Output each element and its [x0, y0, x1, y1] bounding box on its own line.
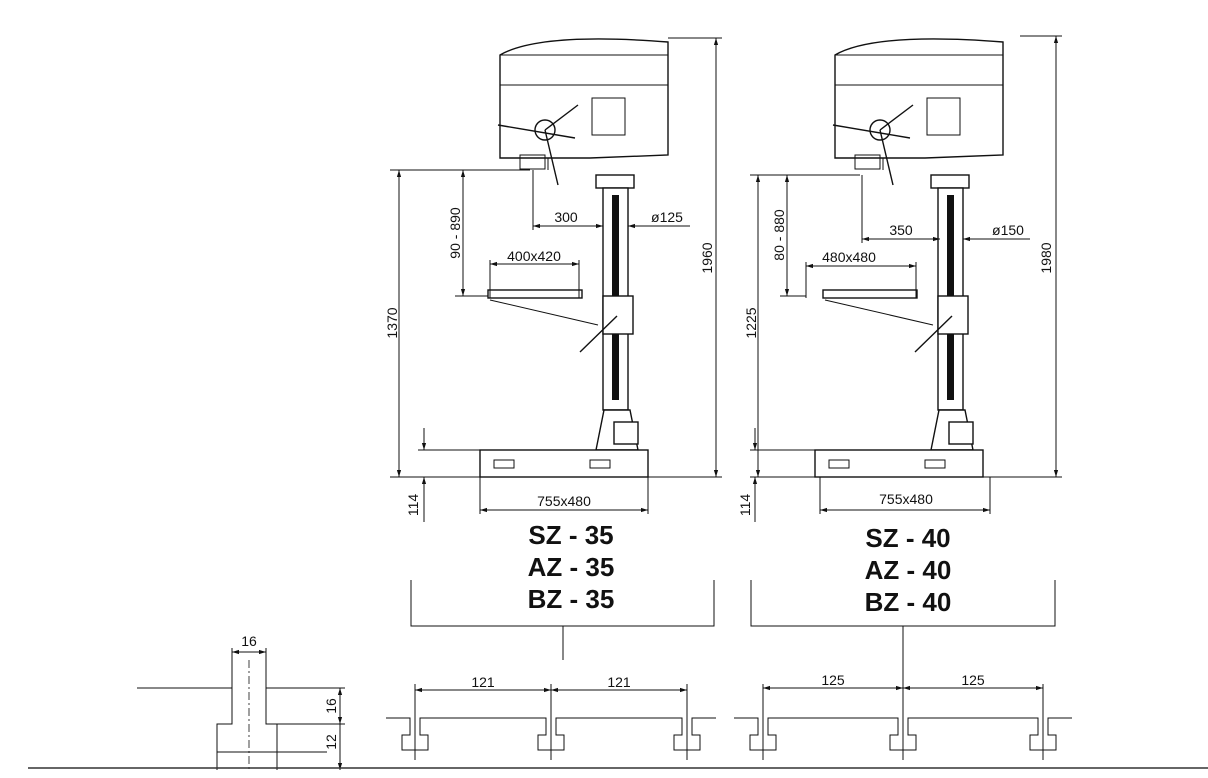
- model-label: SZ - 35: [528, 520, 613, 550]
- table-slot-profile-35: 121 121: [386, 674, 716, 760]
- dim-slot-depth: 16: [323, 698, 339, 714]
- dim-slot-spacing: 125: [961, 672, 985, 688]
- dim-table-size: 400x420: [507, 248, 561, 264]
- model-label: AZ - 40: [865, 555, 952, 585]
- machine-sz40-drawing: 1225 80 - 880 350 ø150 480x480 1980 114 …: [737, 35, 1062, 660]
- dim-base-height: 114: [737, 494, 753, 517]
- machine-sz35-drawing: 1370 90 - 890 300 ø125 400x420 1960 114 …: [384, 37, 722, 660]
- table-slot-profile-40: 125 125: [734, 660, 1072, 760]
- dim-throat: 300: [554, 209, 578, 225]
- dim-overall-height: 1980: [1038, 242, 1054, 273]
- dim-spindle-table-range: 90 - 890: [447, 207, 463, 259]
- dim-slot-width: 16: [241, 633, 257, 649]
- dim-base-size: 755x480: [537, 493, 591, 509]
- dim-total-table-height: 1370: [384, 307, 400, 338]
- dim-spindle-table-range: 80 - 880: [771, 209, 787, 261]
- dim-throat: 350: [889, 222, 913, 238]
- dim-total-table-height: 1225: [743, 307, 759, 338]
- dim-slot-spacing: 121: [471, 674, 495, 690]
- dim-overall-height: 1960: [699, 242, 715, 273]
- dim-table-size: 480x480: [822, 249, 876, 265]
- dim-slot-spacing: 121: [607, 674, 631, 690]
- model-label: AZ - 35: [528, 552, 615, 582]
- dim-slot-spacing: 125: [821, 672, 845, 688]
- model-label: BZ - 35: [528, 584, 615, 614]
- model-label: SZ - 40: [865, 523, 950, 553]
- dim-column-diameter: ø150: [992, 222, 1024, 238]
- dim-column-diameter: ø125: [651, 209, 683, 225]
- t-slot-detail: 16 16 12: [137, 633, 345, 770]
- dim-base-size: 755x480: [879, 491, 933, 507]
- dim-base-height: 114: [405, 494, 421, 517]
- dim-slot-bottom: 12: [323, 734, 339, 750]
- model-label: BZ - 40: [865, 587, 952, 617]
